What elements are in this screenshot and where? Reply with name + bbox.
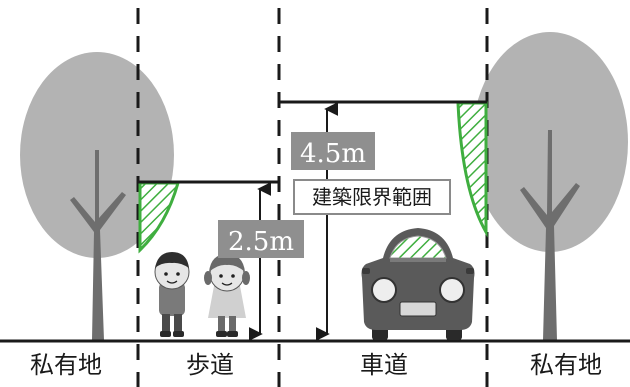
girl-figure [204, 254, 250, 337]
private-land-right-label: 私有地 [530, 351, 602, 379]
private-land-left-label: 私有地 [30, 351, 102, 379]
tree-trunk [520, 130, 580, 340]
sidewalk-label: 歩道 [186, 351, 234, 379]
sidewalk-height-tag: 2.5m [218, 220, 304, 258]
clearance-limit-tag: 建築限界範囲 [293, 179, 451, 215]
right-tree [472, 32, 628, 340]
roadway-label: 車道 [360, 351, 408, 379]
right-encroachment-hatch [456, 101, 488, 238]
sidewalk-height-label: 2.5m [228, 227, 294, 257]
boundary-lines [136, 8, 489, 387]
left-tree [20, 52, 174, 340]
tree-trunk [70, 150, 126, 340]
left-encroachment-hatch [138, 181, 180, 254]
roadway-height-tag: 4.5m [291, 132, 375, 170]
clearance-limit-label: 建築限界範囲 [312, 185, 432, 209]
car-figure [361, 228, 475, 340]
roadway-height-label: 4.5m [300, 139, 366, 169]
boy-figure [154, 252, 190, 337]
